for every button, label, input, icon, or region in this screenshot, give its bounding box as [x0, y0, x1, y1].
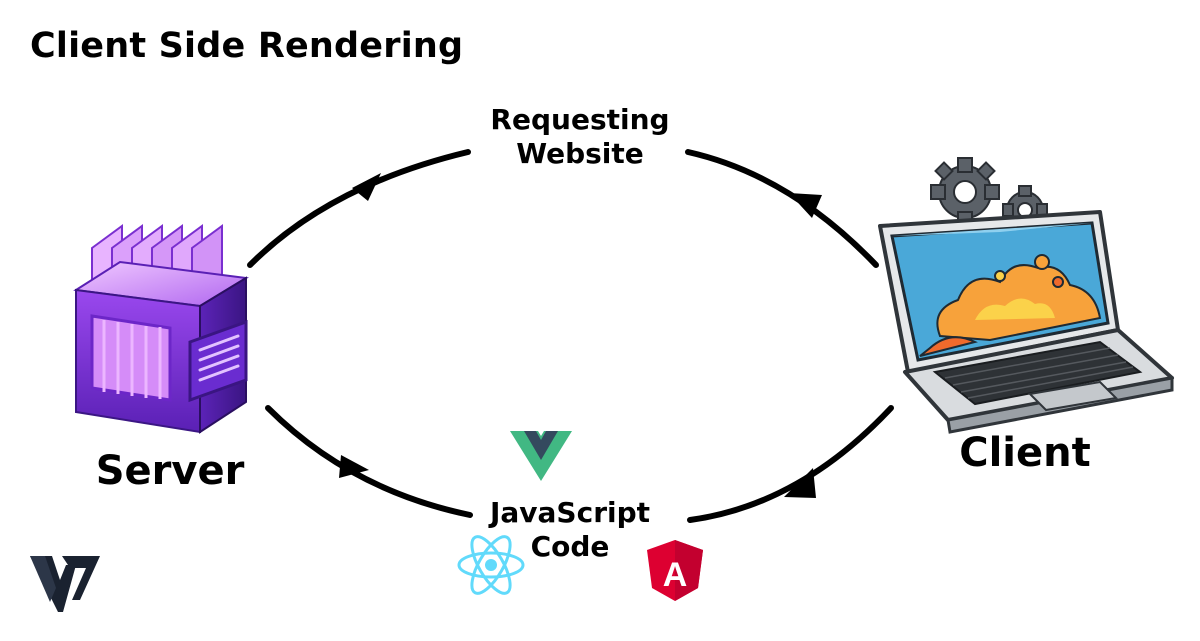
- response-label-line2: Code: [530, 530, 610, 563]
- response-arrowhead-right: [784, 468, 816, 498]
- diagram-title: Client Side Rendering: [30, 26, 464, 66]
- request-arrow-right: [685, 149, 879, 268]
- server-label: Server: [95, 448, 245, 494]
- request-label: Requesting Website: [440, 103, 720, 171]
- gears-icon: [930, 157, 1048, 229]
- screen-splash-art: [919, 254, 1102, 357]
- request-arrowhead-right: [789, 193, 822, 218]
- response-label-line1: JavaScript: [489, 496, 651, 529]
- request-arrow-left: [247, 149, 471, 268]
- client-label: Client: [959, 430, 1091, 476]
- response-arrow-left: [265, 405, 473, 518]
- angular-letter: A: [663, 556, 688, 594]
- response-arrow-right: [687, 405, 894, 523]
- request-label-line2: Website: [516, 137, 644, 170]
- response-label: JavaScript Code: [440, 496, 700, 564]
- request-label-line1: Requesting: [490, 103, 670, 136]
- request-arrowhead-left: [352, 173, 381, 201]
- response-arrowhead-left: [339, 455, 369, 478]
